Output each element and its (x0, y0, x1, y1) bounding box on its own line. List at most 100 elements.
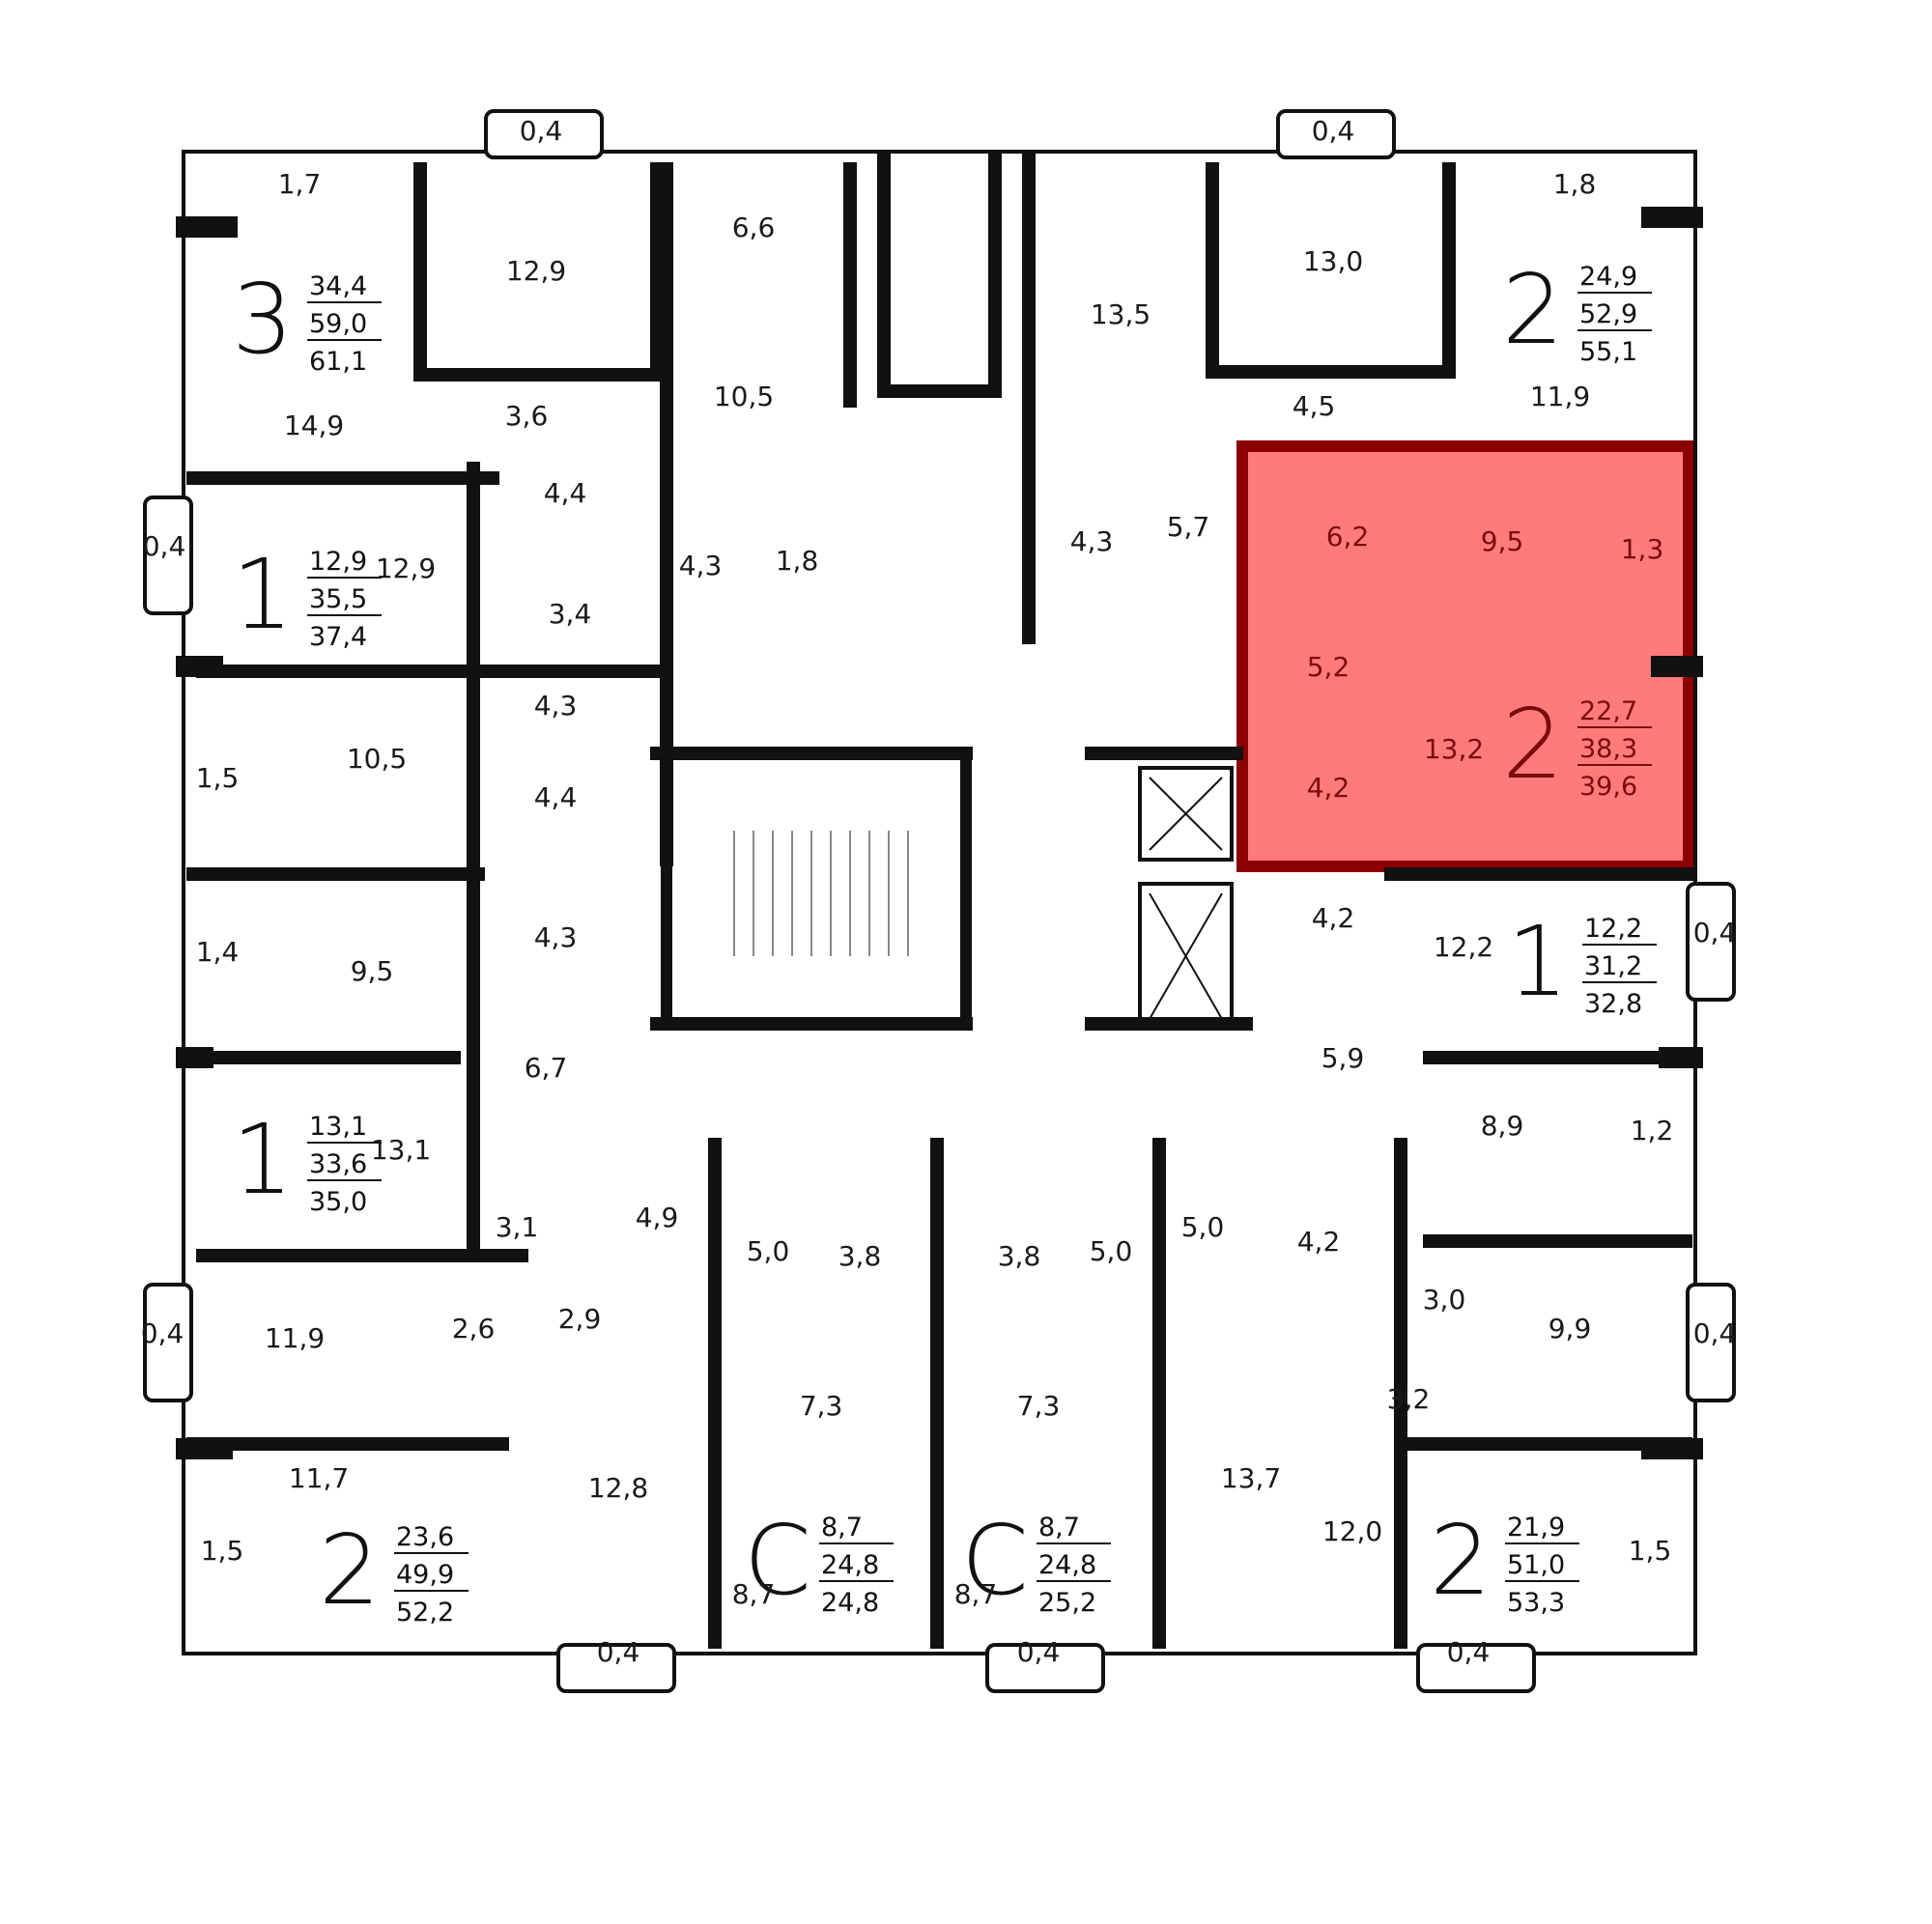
room-area-label: 4,3 (534, 921, 578, 953)
room-area-label: 6,2 (1326, 521, 1370, 552)
room-area-label: 13,5 (1091, 298, 1151, 330)
room-area-label: 0,4 (597, 1636, 640, 1668)
room-area-label: 5,0 (1181, 1211, 1225, 1243)
room-area-label: 3,8 (998, 1240, 1041, 1272)
room-area-label: 7,3 (1017, 1390, 1061, 1422)
room-count: 3 (232, 263, 294, 376)
room-area-label: 6,7 (525, 1052, 568, 1084)
room-area-label: 4,2 (1307, 772, 1350, 804)
room-count: 2 (319, 1514, 381, 1627)
living-area: 34,4 (309, 271, 367, 301)
living-area: 24,9 (1579, 262, 1637, 292)
total-area-with-balcony: 53,3 (1507, 1588, 1565, 1618)
room-area-label: 11,9 (265, 1322, 325, 1354)
room-area-label: 11,9 (1530, 381, 1590, 412)
room-area-label: 4,9 (636, 1202, 679, 1233)
room-count: С (744, 1504, 811, 1617)
room-area-label: 2,9 (558, 1303, 602, 1335)
room-area-label: 12,9 (376, 552, 436, 584)
room-area-label: 1,3 (1621, 533, 1664, 565)
room-area-label: 9,5 (351, 955, 394, 987)
room-area-label: 12,2 (1434, 931, 1493, 963)
room-area-label: 0,4 (1312, 115, 1355, 147)
room-area-label: 8,7 (954, 1578, 998, 1610)
living-area: 13,1 (309, 1112, 367, 1142)
staircase (661, 748, 972, 1030)
total-area-with-balcony: 24,8 (821, 1588, 879, 1618)
room-area-label: 9,9 (1548, 1313, 1592, 1344)
room-area-label: 1,5 (196, 762, 240, 794)
room-count: 1 (232, 1103, 294, 1216)
room-area-label: 0,4 (143, 530, 186, 562)
room-area-label: 1,4 (196, 936, 240, 968)
room-area-label: 8,9 (1481, 1110, 1524, 1142)
room-area-label: 1,7 (278, 168, 322, 200)
apartment-apt-1-w-top[interactable]: 1 12,9 35,5 37,4 (232, 538, 382, 652)
room-area-label: 3,1 (496, 1211, 539, 1243)
room-count: 2 (1430, 1504, 1492, 1617)
room-area-label: 0,4 (1017, 1636, 1061, 1668)
room-area-label: 4,3 (1070, 525, 1114, 557)
total-area: 38,3 (1579, 734, 1637, 764)
total-area: 52,9 (1579, 299, 1637, 329)
living-area: 23,6 (396, 1522, 454, 1552)
room-area-label: 1,8 (1553, 168, 1597, 200)
total-area: 31,2 (1584, 951, 1642, 981)
room-area-label: 5,0 (1090, 1235, 1133, 1267)
room-area-label: 11,7 (289, 1462, 349, 1494)
total-area-with-balcony: 55,1 (1579, 337, 1637, 367)
room-area-label: 10,5 (347, 743, 407, 775)
total-area: 35,5 (309, 584, 367, 614)
room-area-label: 13,2 (1424, 733, 1484, 765)
room-count: 1 (232, 538, 294, 651)
total-area-with-balcony: 37,4 (309, 622, 367, 652)
room-area-label: 3,0 (1423, 1284, 1466, 1316)
total-area-with-balcony: 52,2 (396, 1598, 454, 1627)
room-area-label: 5,2 (1307, 651, 1350, 683)
living-area: 12,2 (1584, 914, 1642, 944)
total-area-with-balcony: 32,8 (1584, 989, 1642, 1019)
room-area-label: 4,3 (534, 690, 578, 722)
room-area-label: 6,6 (732, 212, 776, 243)
room-area-label: 12,9 (506, 255, 566, 287)
room-area-label: 4,4 (534, 781, 578, 813)
room-area-label: 0,4 (1693, 917, 1737, 948)
room-count: С (961, 1504, 1029, 1617)
room-area-label: 8,7 (732, 1578, 776, 1610)
room-area-label: 14,9 (284, 410, 344, 441)
room-area-label: 0,4 (1693, 1317, 1737, 1349)
room-area-label: 5,7 (1167, 511, 1210, 543)
room-area-label: 1,2 (1631, 1115, 1674, 1146)
room-area-label: 4,5 (1293, 390, 1336, 422)
room-area-label: 12,0 (1322, 1515, 1382, 1547)
room-count: 2 (1502, 688, 1564, 801)
room-area-label: 1,5 (1629, 1535, 1672, 1567)
total-area-with-balcony: 61,1 (309, 347, 367, 377)
selected-apartment-highlight[interactable] (1236, 440, 1694, 872)
total-area-with-balcony: 39,6 (1579, 772, 1637, 802)
room-area-label: 3,4 (549, 598, 592, 630)
total-area: 51,0 (1507, 1550, 1565, 1580)
total-area: 33,6 (309, 1149, 367, 1179)
room-area-label: 13,1 (371, 1134, 431, 1166)
living-area: 8,7 (1038, 1513, 1080, 1542)
room-area-label: 7,3 (800, 1390, 843, 1422)
room-area-label: 4,3 (679, 550, 723, 581)
room-area-label: 12,8 (588, 1472, 648, 1504)
room-area-label: 13,7 (1221, 1462, 1281, 1494)
room-area-label: 2,6 (452, 1313, 496, 1344)
room-area-label: 3,2 (1387, 1383, 1431, 1415)
room-area-label: 3,8 (838, 1240, 882, 1272)
room-area-label: 10,5 (714, 381, 774, 412)
living-area: 12,9 (309, 547, 367, 577)
